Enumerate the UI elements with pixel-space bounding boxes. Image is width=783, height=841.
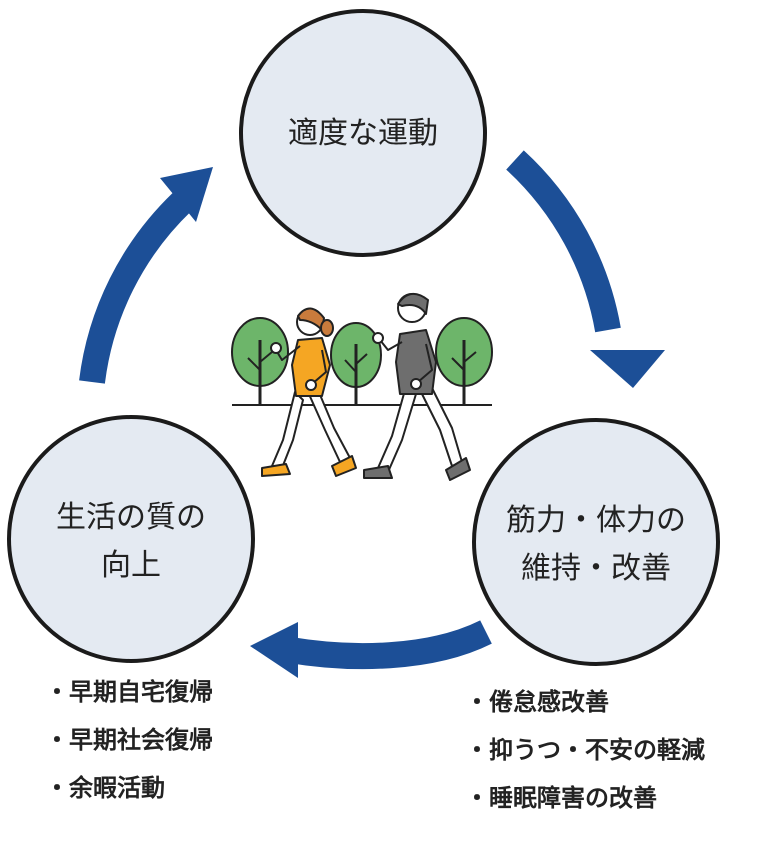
- circle-top: 適度な運動: [239, 9, 487, 257]
- benefit-list-right: 倦怠感改善 抑うつ・不安の軽減 睡眠障害の改善: [465, 678, 705, 822]
- tree-icon: [231, 317, 289, 405]
- list-item: 倦怠感改善: [465, 678, 705, 726]
- man-walker-icon: [363, 293, 471, 481]
- benefit-list-left: 早期自宅復帰 早期社会復帰 余暇活動: [45, 668, 213, 812]
- list-item: 余暇活動: [45, 764, 213, 812]
- list-item: 抑うつ・不安の軽減: [465, 726, 705, 774]
- arrow-top-to-right: [506, 150, 665, 388]
- circle-top-label: 適度な運動: [288, 116, 438, 151]
- circle-left-label-line1: 生活の質の: [56, 500, 206, 535]
- woman-walker-icon: [261, 307, 357, 477]
- tree-icon: [330, 322, 382, 405]
- circle-right-label-line2: 維持・改善: [521, 551, 671, 586]
- list-item: 睡眠障害の改善: [465, 774, 705, 822]
- arrow-right-to-left: [250, 620, 492, 678]
- list-item: 早期自宅復帰: [45, 668, 213, 716]
- circle-left-label-line2: 向上: [101, 548, 161, 583]
- tree-icon: [435, 317, 493, 405]
- circle-right-label-line1: 筋力・体力の: [506, 503, 686, 538]
- walking-people-illustration: [231, 293, 493, 481]
- arrow-left-to-top: [79, 167, 213, 384]
- list-item: 早期社会復帰: [45, 716, 213, 764]
- circle-left: 生活の質の 向上: [7, 415, 255, 663]
- circle-right: 筋力・体力の 維持・改善: [472, 418, 720, 666]
